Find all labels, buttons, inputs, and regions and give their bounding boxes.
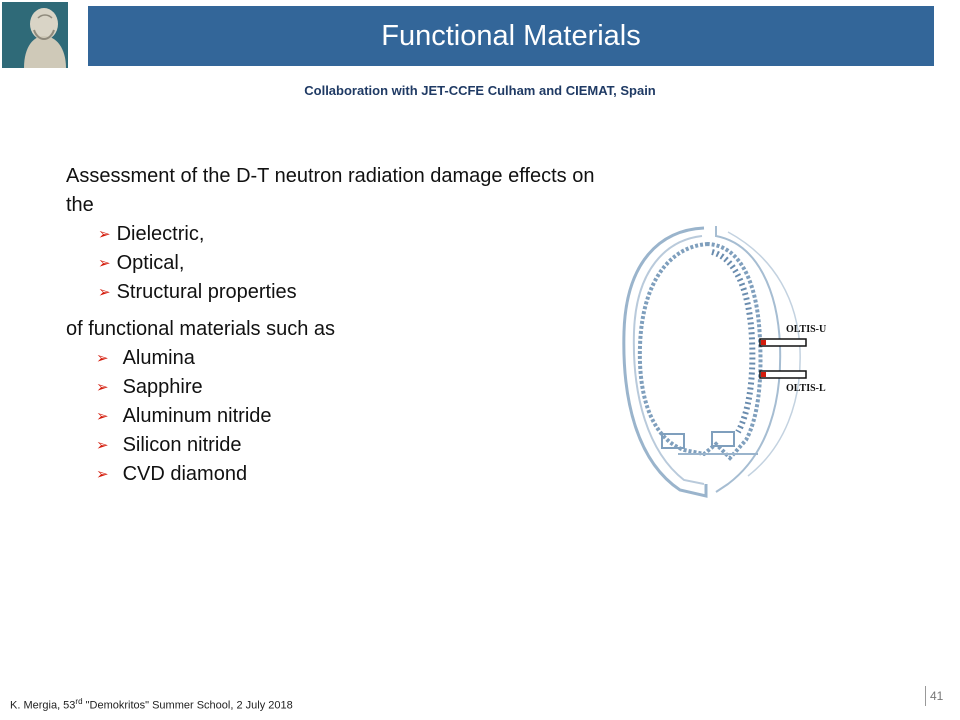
first-wall-outline (637, 241, 763, 461)
materials-list: ➢ Alumina ➢ Sapphire ➢ Aluminum nitride … (66, 344, 626, 489)
list-item-label: Structural properties (116, 281, 297, 303)
list-item-label: Sapphire (122, 376, 203, 398)
divertor-block (661, 433, 685, 449)
inner-vessel-outline (632, 235, 705, 485)
list-item: ➢ Optical, (98, 249, 626, 278)
footer-author: K. Mergia, 53 (10, 699, 76, 712)
oltis-upper-label: OLTIS-U (786, 324, 826, 335)
demokritos-logo (2, 2, 68, 68)
list-item-label: CVD diamond (122, 463, 248, 485)
list-item: ➢ Aluminum nitride (96, 402, 626, 431)
footer-event: "Demokritos" Summer School, 2 July 2018 (82, 699, 293, 712)
oltis-upper-window (759, 338, 807, 347)
slide-subtitle: Collaboration with JET-CCFE Culham and C… (304, 83, 656, 98)
oltis-lower-window (759, 370, 807, 379)
list-item: ➢ Structural properties (98, 278, 626, 307)
tile-band (711, 249, 756, 434)
oltis-lower-label: OLTIS-L (786, 383, 826, 394)
arrow-bullet-icon: ➢ (96, 408, 109, 425)
list-item: ➢ Sapphire (96, 373, 626, 402)
arrow-bullet-icon: ➢ (96, 466, 109, 483)
list-item: ➢ CVD diamond (96, 460, 626, 489)
footer-ordinal: rd (75, 697, 83, 706)
slide-content: Assessment of the D-T neutron radiation … (66, 162, 626, 489)
materials-intro-text: of functional materials such as (66, 318, 336, 340)
arrow-bullet-icon: ➢ (98, 255, 111, 272)
list-item-label: Alumina (122, 347, 195, 369)
oltis-lower-sample (761, 372, 766, 377)
arrow-bullet-icon: ➢ (98, 226, 111, 243)
divertor-block (711, 431, 735, 447)
intro-text: Assessment of the D-T neutron radiation … (66, 165, 595, 216)
properties-list: ➢ Dielectric, ➢ Optical, ➢ Structural pr… (66, 220, 626, 307)
outer-vessel-outline (622, 226, 708, 498)
list-item: ➢ Dielectric, (98, 220, 626, 249)
footer-citation: K. Mergia, 53rd "Demokritos" Summer Scho… (10, 697, 293, 712)
list-item-label: Aluminum nitride (122, 405, 272, 427)
list-item-label: Optical, (116, 252, 185, 274)
list-item: ➢ Silicon nitride (96, 431, 626, 460)
list-item: ➢ Alumina (96, 344, 626, 373)
arrow-bullet-icon: ➢ (96, 350, 109, 367)
arrow-bullet-icon: ➢ (96, 437, 109, 454)
tokamak-cross-section-diagram: OLTIS-U OLTIS-L (622, 226, 826, 498)
arrow-bullet-icon: ➢ (96, 379, 109, 396)
list-item-label: Silicon nitride (122, 434, 242, 456)
arrow-bullet-icon: ➢ (98, 284, 111, 301)
oltis-upper-sample (761, 340, 766, 345)
slide-title: Functional Materials (381, 19, 641, 52)
title-bar: Functional Materials (88, 6, 934, 66)
outer-limb (727, 231, 801, 477)
list-item-label: Dielectric, (116, 223, 205, 245)
page-number: 41 (925, 686, 943, 706)
